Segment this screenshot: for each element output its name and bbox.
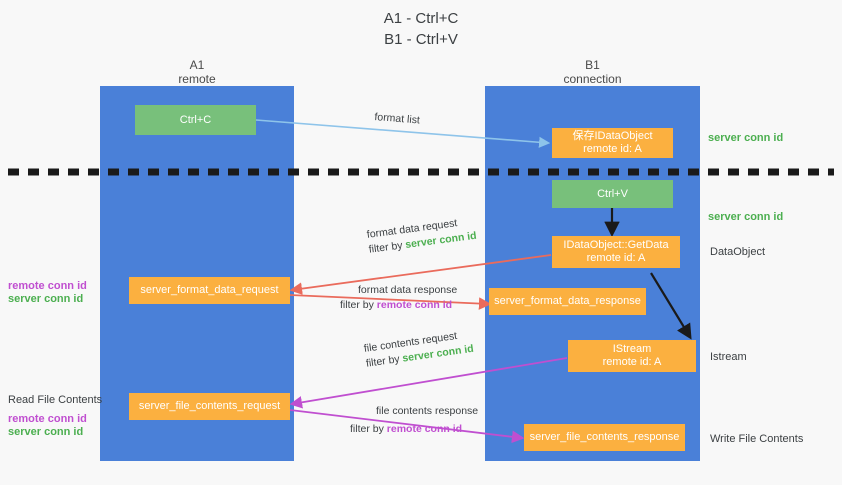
filter-prefix: filter by [350, 423, 387, 435]
left-label-read-file-contents: Read File Contents [8, 394, 103, 406]
box-server-format-data-response[interactable]: server_format_data_response [489, 288, 646, 315]
left-label-server-conn-id-2: server conn id [8, 426, 84, 438]
box-ctrl-c[interactable]: Ctrl+C [135, 105, 256, 135]
box-ctrl-v-label: Ctrl+V [597, 187, 628, 200]
arrow-label-file-contents-response-filter: filter by remote conn id [350, 422, 478, 437]
box-idataobject-getdata-line1: IDataObject::GetData [563, 239, 669, 251]
page-title: A1 - Ctrl+C B1 - Ctrl+V [0, 8, 842, 50]
box-istream-line1: IStream [612, 343, 652, 355]
box-server-file-contents-response[interactable]: server_file_contents_response [524, 424, 685, 451]
lane-header-b1-sub: connection [563, 72, 622, 86]
box-istream-line2: remote id: A [602, 356, 662, 368]
arrow-label-file-contents-response: file contents response filter by remote … [350, 404, 479, 437]
left-label-server-conn-id-1: server conn id [8, 293, 84, 305]
right-label-dataobject: DataObject [710, 246, 766, 258]
title-line-1: A1 - Ctrl+C [383, 10, 459, 27]
arrow-label-file-contents-request: file contents request filter by server c… [363, 327, 475, 372]
lane-header-a1-name: A1 [189, 58, 205, 72]
box-server-file-contents-request[interactable]: server_file_contents_request [129, 393, 290, 420]
filter-prefix: filter by [365, 352, 404, 370]
arrow-label-format-list-text: format list [373, 110, 421, 127]
lane-header-a1-sub: remote [178, 72, 216, 86]
arrow-label-file-contents-response-line1: file contents response [376, 405, 479, 417]
filter-prefix: filter by [368, 239, 407, 256]
lane-header-a1: A1 remote [100, 58, 294, 86]
title-line-2: B1 - Ctrl+V [384, 31, 458, 48]
box-istream[interactable]: IStream remote id: A [568, 340, 696, 372]
arrow-label-format-data-request: format data request filter by server con… [366, 214, 478, 258]
arrow-label-format-data-response: format data response filter by remote co… [340, 283, 458, 313]
arrow-label-format-list: format list [374, 110, 421, 129]
box-server-file-contents-response-label: server_file_contents_response [529, 431, 680, 443]
box-ctrl-v[interactable]: Ctrl+V [552, 180, 673, 208]
left-label-remote-conn-id-2: remote conn id [8, 413, 87, 425]
box-idataobject-getdata[interactable]: IDataObject::GetData remote id: A [552, 236, 680, 268]
box-ctrl-c-label: Ctrl+C [179, 113, 212, 126]
right-label-istream: Istream [710, 351, 747, 363]
arrow-label-format-data-response-line1: format data response [358, 284, 458, 296]
right-label-server-conn-id-top: server conn id [708, 132, 784, 144]
right-label-server-conn-id-mid: server conn id [708, 211, 784, 223]
box-save-dataobject-line1: 保存IDataObject [572, 130, 653, 142]
left-label-remote-conn-id-1: remote conn id [8, 280, 87, 292]
right-label-write-file-contents: Write File Contents [710, 433, 804, 445]
box-save-dataobject[interactable]: 保存IDataObject remote id: A [552, 128, 673, 158]
filter-value-remote-conn-id: remote conn id [386, 423, 463, 435]
box-save-dataobject-line2: remote id: A [583, 143, 642, 155]
box-server-format-data-response-label: server_format_data_response [494, 295, 641, 307]
box-server-format-data-request[interactable]: server_format_data_request [129, 277, 290, 304]
filter-prefix: filter by [340, 299, 377, 311]
filter-value-remote-conn-id: remote conn id [376, 299, 453, 311]
box-idataobject-getdata-line2: remote id: A [586, 252, 646, 264]
arrow-label-format-data-response-filter: filter by remote conn id [340, 298, 457, 313]
lane-header-b1-name: B1 [585, 58, 600, 72]
lane-header-b1: B1 connection [485, 58, 700, 86]
box-server-format-data-request-label: server_format_data_request [140, 284, 279, 296]
box-server-file-contents-request-label: server_file_contents_request [138, 400, 281, 412]
